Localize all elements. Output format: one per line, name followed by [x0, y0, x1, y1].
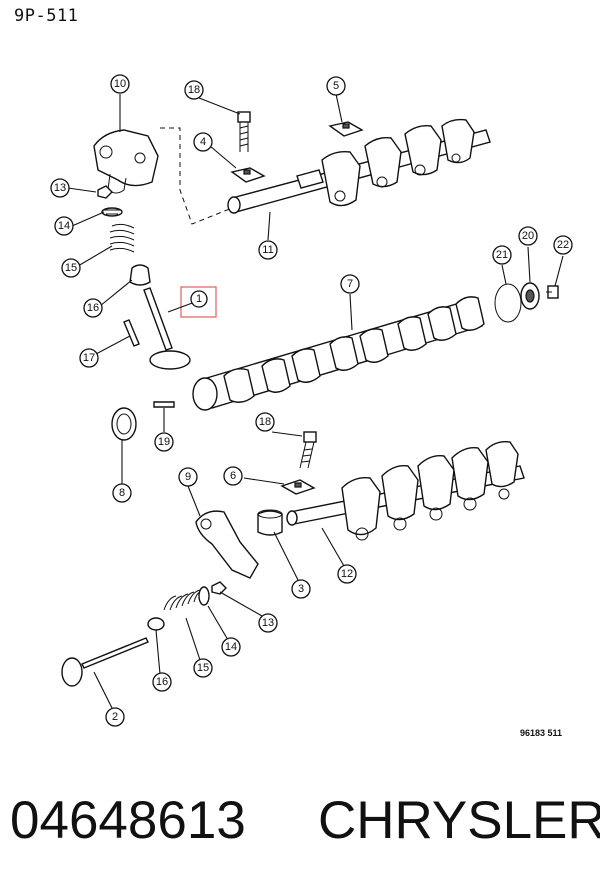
callout-circle [337, 564, 357, 584]
callout-circle [223, 466, 243, 486]
footer: 04648613 CHRYSLER [10, 790, 600, 860]
callout-circle [326, 76, 346, 96]
callout-number: 16 [87, 302, 99, 314]
callout-circle [340, 274, 360, 294]
callout-1: 1 [190, 290, 208, 308]
upper-valve-train [97, 185, 217, 370]
callout-8: 8 [112, 483, 132, 503]
callout-number: 5 [333, 80, 339, 92]
callout-circle [61, 258, 81, 278]
callout-circle [492, 245, 512, 265]
camshaft-assembly [111, 282, 559, 441]
callout-number: 15 [197, 662, 209, 674]
callout-circle [54, 216, 74, 236]
callout-19: 19 [154, 432, 174, 452]
callout-number: 6 [230, 470, 236, 482]
callout-circle [154, 432, 174, 452]
callout-number: 7 [347, 278, 353, 290]
callout-circle [105, 707, 125, 727]
callout-circle [553, 235, 573, 255]
callout-circle [258, 613, 278, 633]
callout-15-lower: 15 [193, 658, 213, 678]
callout-number: 17 [83, 352, 95, 364]
callout-20: 20 [518, 226, 538, 246]
callout-17: 17 [79, 348, 99, 368]
callout-number: 8 [119, 487, 125, 499]
callout-number: 13 [54, 182, 66, 194]
sheet-id: 9P-511 [14, 6, 79, 26]
callout-number: 18 [259, 416, 271, 428]
callout-15-upper: 15 [61, 258, 81, 278]
leader-lines [67, 93, 564, 709]
callout-12: 12 [337, 564, 357, 584]
brand-name: CHRYSLER [318, 791, 600, 850]
callout-14-upper: 14 [54, 216, 74, 236]
callout-number: 3 [298, 583, 304, 595]
callout-number: 18 [188, 84, 200, 96]
callout-circle [221, 637, 241, 657]
figure-code: 96183 511 [520, 728, 563, 738]
callout-9: 9 [178, 467, 198, 487]
callout-16-lower: 16 [152, 672, 172, 692]
callout-number: 20 [522, 230, 534, 242]
callout-number: 14 [58, 220, 70, 232]
callout-circle [184, 80, 204, 100]
callout-number: 10 [114, 78, 126, 90]
callout-number: 4 [200, 136, 206, 148]
callout-14-lower: 14 [221, 637, 241, 657]
callout-number: 21 [496, 249, 508, 261]
callout-number: 9 [185, 471, 191, 483]
callout-21: 21 [492, 245, 512, 265]
callout-number: 13 [262, 617, 274, 629]
callout-circle [112, 483, 132, 503]
callout-number: 16 [156, 676, 168, 688]
callout-circle [193, 658, 213, 678]
callout-16-upper: 16 [83, 298, 103, 318]
callout-number: 22 [557, 239, 569, 251]
callout-number: 11 [262, 244, 273, 256]
callout-circle [79, 348, 99, 368]
callout-18-upper: 18 [184, 80, 204, 100]
callout-6: 6 [223, 466, 243, 486]
lower-rocker-shaft-assembly [195, 431, 525, 579]
callout-circle [83, 298, 103, 318]
upper-rocker-shaft-assembly [93, 111, 491, 225]
callout-circle [152, 672, 172, 692]
callout-circle [110, 74, 130, 94]
callout-number: 1 [196, 293, 202, 305]
callout-circle [178, 467, 198, 487]
callout-3: 3 [291, 579, 311, 599]
callout-5: 5 [326, 76, 346, 96]
callout-circle [258, 240, 278, 260]
callout-number: 2 [112, 711, 118, 723]
callout-circle [50, 178, 70, 198]
callout-2: 2 [105, 707, 125, 727]
callout-circle [291, 579, 311, 599]
callout-7: 7 [340, 274, 360, 294]
callout-13-lower: 13 [258, 613, 278, 633]
callout-number: 14 [225, 641, 237, 653]
callout-circle [193, 132, 213, 152]
callout-10: 10 [110, 74, 130, 94]
callout-number: 12 [341, 568, 353, 580]
rocker-arm-part [93, 129, 159, 194]
callout-11: 11 [258, 240, 278, 260]
part-number: 04648613 [10, 791, 246, 850]
callout-22: 22 [553, 235, 573, 255]
callout-number: 19 [158, 436, 170, 448]
callout-13-upper: 13 [50, 178, 70, 198]
callout-number: 15 [65, 262, 77, 274]
callout-circle [518, 226, 538, 246]
callout-18-lower: 18 [255, 412, 275, 432]
selected-part-highlight [180, 286, 217, 318]
callout-circle [190, 290, 208, 308]
callout-4: 4 [193, 132, 213, 152]
callout-circle [255, 412, 275, 432]
